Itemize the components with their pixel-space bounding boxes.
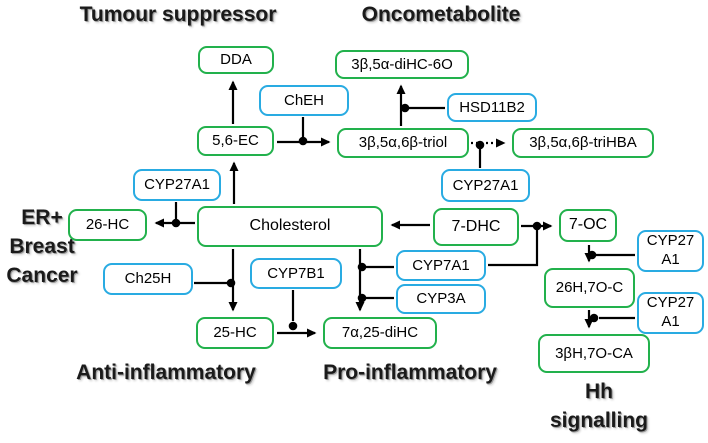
enzyme-cyp27a1-right-top: CYP27 A1 [637, 230, 704, 272]
enzyme-cyp7b1: CYP7B1 [250, 258, 342, 289]
label-oncometabolite: Oncometabolite [361, 3, 521, 26]
dot-cyp7b1 [288, 321, 298, 331]
line-cyp7a1-to-7dhc-7oc [488, 230, 539, 267]
metabolite-26h-7o-c: 26H,7O-C [544, 268, 635, 308]
label-signalling-line: signalling [549, 409, 648, 432]
enzyme-cyp7a1: CYP7A1 [396, 250, 486, 281]
metabolite-7-dhc: 7-DHC [433, 208, 519, 246]
dot-hsd11b2 [400, 103, 410, 113]
label-pro-inflammatory: Pro-inflammatory [323, 361, 497, 384]
label-cancer-line: Cancer [6, 264, 78, 287]
dot-cyp27a1-mid [475, 140, 485, 150]
enzyme-cyp27a1-right-bottom: CYP27 A1 [637, 292, 704, 334]
dot-cheh [298, 136, 308, 146]
label-breast-line: Breast [9, 235, 75, 258]
metabolite-3b5a6b-trihba: 3β,5α,6β-triHBA [512, 128, 654, 158]
enzyme-cyp27a1-right-top-line1: CYP27 [646, 232, 695, 250]
enzyme-cyp3a: CYP3A [396, 284, 486, 314]
enzyme-cyp27a1-right-bottom-line1: CYP27 [646, 294, 695, 312]
enzyme-connector-lines [174, 106, 635, 321]
dot-cyp27a1-right-bottom [589, 313, 599, 323]
metabolite-56-ec: 5,6-EC [197, 126, 274, 156]
metabolite-7-oc: 7-OC [559, 209, 617, 242]
enzyme-cyp27a1-mid: CYP27A1 [441, 169, 530, 202]
label-er-breast-cancer: ER+ Breast Cancer [0, 203, 84, 290]
dot-cyp27a1-right-top [587, 250, 597, 260]
enzyme-cyp27a1-right-bottom-line2: A1 [661, 313, 680, 330]
metabolite-25-hc: 25-HC [196, 317, 274, 349]
enzyme-cyp27a1-right-top-line2: A1 [661, 251, 680, 268]
dot-cyp3a [357, 293, 367, 303]
dot-cyp7a1-right [532, 221, 542, 231]
label-er-line: ER+ [21, 206, 63, 229]
enzyme-ch25h: Ch25H [103, 263, 193, 295]
enzyme-cyp27a1-left: CYP27A1 [133, 169, 221, 201]
metabolite-26-hc: 26-HC [68, 209, 147, 241]
metabolite-7a25-dihc: 7α,25-diHC [323, 317, 437, 349]
metabolite-3bh-7o-ca: 3βH,7O-CA [538, 334, 650, 373]
metabolite-3b5a6b-triol: 3β,5α,6β-triol [337, 128, 469, 158]
label-anti-inflammatory: Anti-inflammatory [76, 361, 256, 384]
metabolite-dda: DDA [198, 46, 274, 74]
dot-ch25h [226, 278, 236, 288]
dot-cyp7a1-left [357, 262, 367, 272]
metabolite-cholesterol: Cholesterol [197, 206, 383, 247]
label-tumour-suppressor: Tumour suppressor [79, 3, 277, 26]
enzyme-cheh: ChEH [259, 85, 349, 116]
metabolite-3b5a-dihc-6o: 3β,5α-diHC-6O [335, 50, 469, 79]
enzyme-hsd11b2: HSD11B2 [447, 93, 537, 122]
junction-dots [171, 103, 599, 331]
label-hh-signalling: Hh signalling [538, 377, 660, 435]
label-hh-line: Hh [585, 380, 613, 403]
dot-cyp27a1-left [171, 218, 181, 228]
